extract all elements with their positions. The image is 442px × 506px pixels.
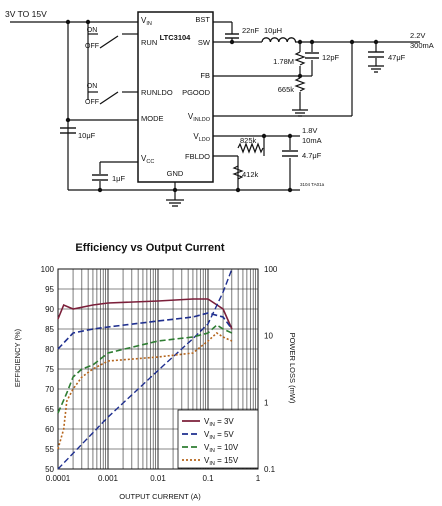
y-axis-label: EFFICIENCY (%) [13,328,22,387]
pin-mode: MODE [141,114,164,123]
schematic-wires [10,21,420,200]
cin-value: 10μF [78,131,96,140]
legend-box [177,409,259,469]
ground-symbol [166,65,384,207]
x-axis-label: OUTPUT CURRENT (A) [119,492,201,501]
efficiency-curve-3 [57,323,233,414]
ldo-resistor-top [237,142,264,154]
y-tick-label: 100 [41,265,55,274]
y2-tick-label: 0.1 [264,465,276,474]
figure-code: 3104 TA01a [300,182,325,187]
y-tick-label: 60 [45,425,54,434]
switch2-off-label: OFF [85,99,99,106]
feedback-resistor-top [294,51,306,66]
pin-gnd: GND [167,169,184,178]
switch1-off-label: OFF [85,43,99,50]
circuit-schematic: 3V TO 15V LTC3104 VIN BST RUN SW FB RUNL… [5,9,434,207]
pin-vldo: VLDO [193,132,210,143]
vcc-capacitor [92,174,108,181]
input-capacitor [60,127,76,134]
y2-tick-label: 100 [264,265,278,274]
chart-curves [57,268,233,470]
pin-vin: VIN [141,16,152,27]
y-tick-label: 90 [45,305,54,314]
legend-label: VIN = 3V [204,417,234,428]
x-tick-label: 1 [256,474,261,483]
vout-ldo-voltage: 1.8V [302,126,317,135]
legend-label: VIN = 10V [204,443,239,454]
x-tick-label: 0.01 [150,474,166,483]
pin-vinldo: VINLDO [188,112,211,123]
cout-value: 47μF [388,53,406,62]
legend-label: VIN = 15V [204,456,239,467]
ldo-capacitor [282,150,298,157]
pin-run: RUN [141,38,157,47]
y2-tick-label: 1 [264,398,269,407]
y-tick-label: 85 [45,325,54,334]
efficiency-curve-1 [57,298,233,330]
pin-fb: FB [200,71,210,80]
power-loss-curve-2 [57,268,233,470]
cff-value: 12pF [322,53,340,62]
y-tick-label: 65 [45,405,54,414]
bst-capacitor [225,33,239,39]
x-tick-label: 0.1 [202,474,214,483]
pin-bst: BST [195,15,210,24]
inductor [261,37,297,43]
chart-ticks: 50 55 60 65 70 75 80 85 90 95 100 0.0001 0.001 0.01 0.… [41,265,278,483]
pin-fbldo: FBLDO [185,152,210,161]
chart-title: Efficiency vs Output Current [75,242,224,254]
vout-ldo-current: 10mA [302,136,322,145]
rldo1-value: 825k [240,136,257,145]
efficiency-chart: Efficiency vs Output Current EFFICIENCY … [13,242,297,501]
efficiency-curve-2 [57,312,233,350]
feedback-resistor-bottom [294,77,306,92]
cldo-value: 4.7μF [302,151,322,160]
inductor-value: 10μH [264,26,282,35]
y-tick-label: 70 [45,385,54,394]
junction-dots [65,19,379,193]
y-tick-label: 55 [45,445,54,454]
switch1-on-label: ON [87,27,98,34]
feedforward-capacitor [305,52,319,59]
y2-tick-label: 10 [264,332,273,341]
efficiency-curve-4 [57,331,233,450]
output-capacitor [368,51,384,58]
chip-name: LTC3104 [160,33,192,42]
legend-label: VIN = 5V [204,430,234,441]
y-tick-label: 50 [45,465,54,474]
pin-pgood: PGOOD [182,88,211,97]
cvcc-value: 1μF [112,174,125,183]
plot-frame [57,268,259,470]
ldo-resistor-bottom [232,165,244,180]
vout-main-voltage: 2.2V [410,31,425,40]
pin-runldo: RUNLDO [141,88,173,97]
rldo2-value: 412k [242,170,259,179]
switch2-on-label: ON [87,83,98,90]
pin-sw: SW [198,38,211,47]
y-tick-label: 80 [45,345,54,354]
y-tick-label: 75 [45,365,54,374]
rfb1-value: 1.78M [273,57,294,66]
chart-legend: VIN = 3V VIN = 5V VIN = 10V VIN = 15V [177,409,259,469]
input-voltage-label: 3V TO 15V [5,9,47,19]
x-tick-label: 0.0001 [46,474,71,483]
x-tick-label: 0.001 [98,474,119,483]
vout-main-current: 300mA [410,41,434,50]
y-tick-label: 95 [45,285,54,294]
y2-axis-label: POWER LOSS (mW) [288,333,297,404]
rfb2-value: 665k [278,85,295,94]
bst-cap-value: 22nF [242,26,260,35]
chip-body [137,11,214,183]
pin-vcc: VCC [141,154,154,165]
